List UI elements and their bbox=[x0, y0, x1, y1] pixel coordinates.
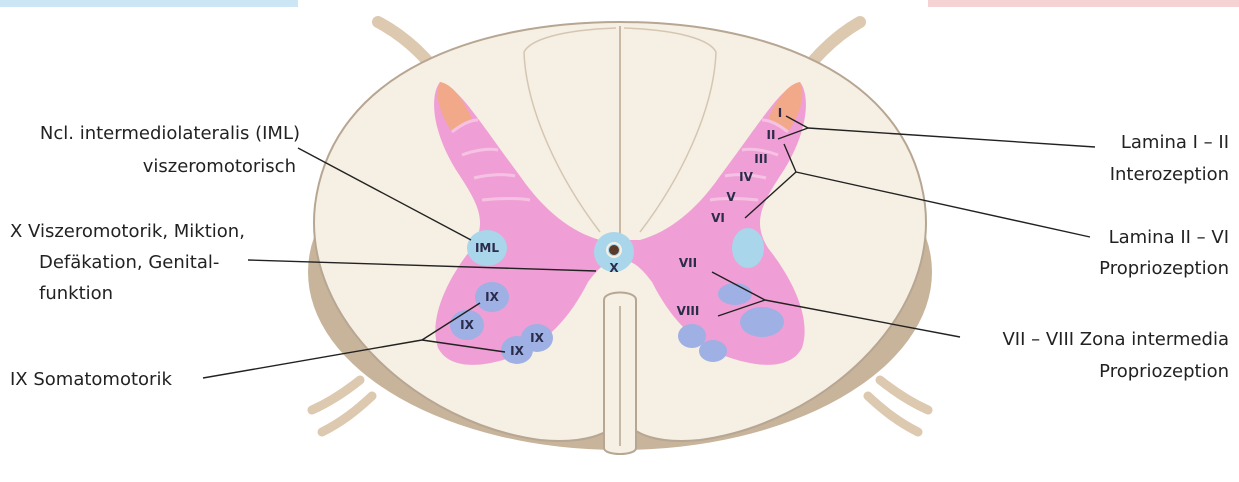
lamina-7-mark: VII bbox=[679, 256, 697, 270]
ix-mark-2: IX bbox=[460, 318, 474, 332]
motor-nucleus-6 bbox=[740, 307, 784, 337]
header-tab-right bbox=[928, 0, 1239, 7]
ix-mark-1: IX bbox=[485, 290, 499, 304]
ventral-root-right-1 bbox=[880, 380, 928, 410]
label-x-line1: X Viszeromotorik, Miktion, bbox=[10, 221, 245, 242]
label-iml-line1: Ncl. intermediolateralis (IML) bbox=[40, 123, 300, 144]
motor-nucleus-5 bbox=[718, 283, 752, 305]
lamina-5-mark: V bbox=[726, 190, 736, 204]
motor-nucleus-7 bbox=[678, 324, 706, 348]
lamina-6-mark: VI bbox=[711, 211, 725, 225]
header-tab-left bbox=[0, 0, 298, 7]
central-canal bbox=[609, 245, 619, 255]
label-lamina-2-6-line2: Propriozeption bbox=[1099, 258, 1229, 279]
lamina-boundary-left-4 bbox=[482, 199, 530, 201]
x-mark: X bbox=[609, 261, 619, 275]
ix-mark-3: IX bbox=[530, 331, 544, 345]
lamina-4-mark: IV bbox=[739, 170, 753, 184]
ix-mark-4: IX bbox=[510, 344, 524, 358]
lamina-2-mark: II bbox=[767, 128, 776, 142]
label-lamina-1-2-line1: Lamina I – II bbox=[1121, 132, 1229, 153]
iml-mark: IML bbox=[475, 241, 499, 255]
label-iml-line2: viszeromotorisch bbox=[143, 156, 296, 177]
label-x-line3: funktion bbox=[39, 283, 113, 304]
iml-nucleus-right bbox=[732, 228, 764, 268]
label-ix: IX Somatomotorik bbox=[10, 369, 172, 390]
label-lamina-7-8-line2: Propriozeption bbox=[1099, 361, 1229, 382]
lamina-3-mark: III bbox=[754, 152, 767, 166]
lamina-1-mark: I bbox=[778, 106, 782, 120]
motor-nucleus-8 bbox=[699, 340, 727, 362]
label-x-line2: Defäkation, Genital- bbox=[39, 252, 219, 273]
lamina-8-mark: VIII bbox=[677, 304, 700, 318]
ventral-root-left-1 bbox=[312, 380, 360, 410]
label-lamina-2-6-line1: Lamina II – VI bbox=[1109, 227, 1229, 248]
label-lamina-7-8-line1: VII – VIII Zona intermedia bbox=[1002, 329, 1229, 350]
label-lamina-1-2-line2: Interozeption bbox=[1110, 164, 1229, 185]
